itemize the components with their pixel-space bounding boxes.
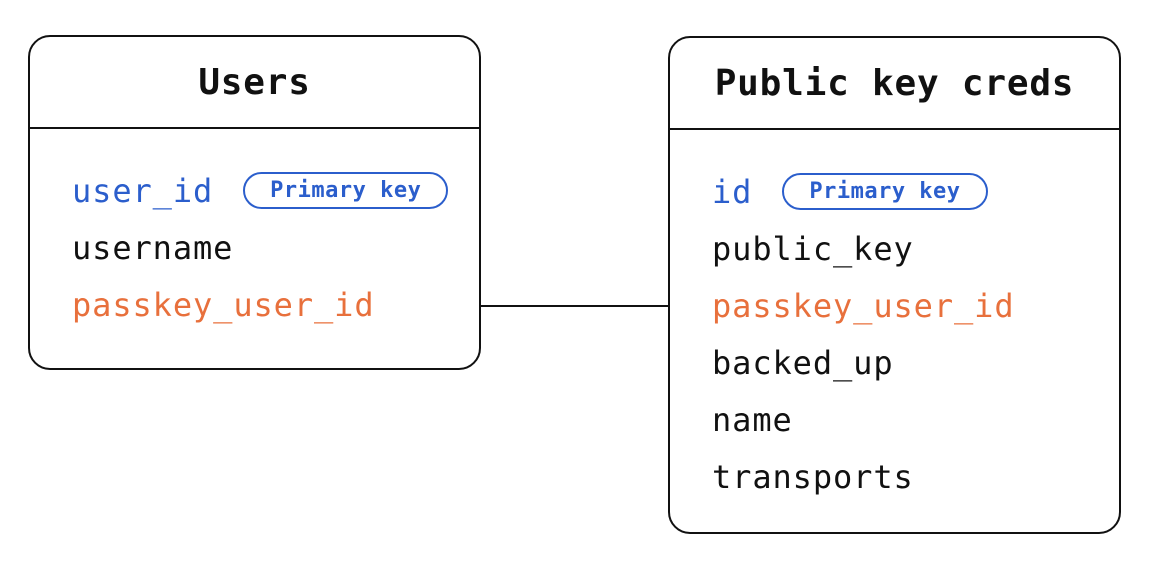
field-name: user_id — [72, 171, 214, 210]
table-header: Users — [30, 37, 479, 129]
field-row: transports — [712, 448, 1101, 505]
field-name: public_key — [712, 229, 914, 268]
field-name: id — [712, 172, 753, 211]
table-title: Public key creds — [714, 62, 1075, 104]
table-header: Public key creds — [670, 38, 1119, 130]
field-row: id Primary key — [712, 163, 1101, 220]
field-row: name — [712, 391, 1101, 448]
field-name: passkey_user_id — [712, 286, 1015, 325]
table-card-users: Users user_id Primary key username passk… — [28, 35, 481, 370]
table-body: id Primary key public_key passkey_user_i… — [670, 130, 1119, 505]
field-name: username — [72, 228, 234, 267]
field-name: passkey_user_id — [72, 285, 375, 324]
primary-key-badge: Primary key — [243, 172, 449, 209]
field-name: name — [712, 400, 793, 439]
field-row: passkey_user_id — [712, 277, 1101, 334]
field-row: username — [72, 219, 461, 276]
field-name: backed_up — [712, 343, 894, 382]
relationship-line — [480, 305, 670, 307]
table-title: Users — [198, 61, 311, 103]
field-row: user_id Primary key — [72, 162, 461, 219]
field-row: backed_up — [712, 334, 1101, 391]
field-name: transports — [712, 457, 914, 496]
table-body: user_id Primary key username passkey_use… — [30, 129, 479, 333]
field-row: public_key — [712, 220, 1101, 277]
table-card-public-key-creds: Public key creds id Primary key public_k… — [668, 36, 1121, 534]
primary-key-badge: Primary key — [782, 173, 988, 210]
field-row: passkey_user_id — [72, 276, 461, 333]
